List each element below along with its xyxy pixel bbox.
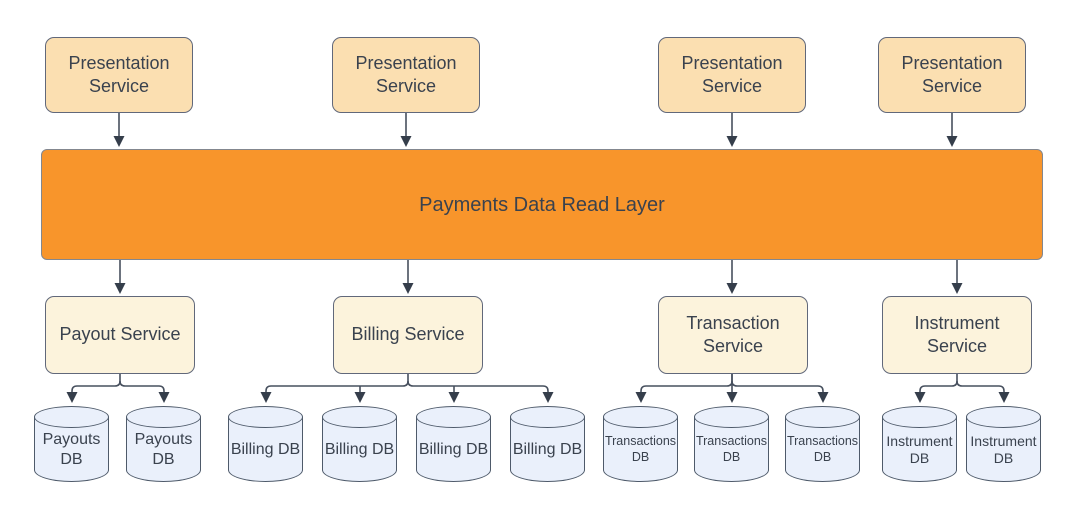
arrowhead [400, 136, 412, 147]
db-label: Billing DB [230, 441, 301, 458]
arrowhead [951, 283, 963, 294]
db-label: Billing DB [324, 441, 395, 458]
read-layer-label: Payments Data Read Layer [419, 193, 665, 216]
cylinder-top [416, 406, 491, 428]
branch-instrument-right [956, 380, 1005, 392]
arrowhead [914, 392, 926, 403]
db-label: Transactions DB [604, 434, 677, 464]
arrowhead [260, 392, 272, 403]
arrowhead [114, 283, 126, 294]
presentation-service-box-1: Presentation Service [45, 37, 193, 113]
db-label: Billing DB [512, 441, 583, 458]
arrowhead [946, 136, 958, 147]
cylinder-top [126, 406, 201, 428]
arrowhead [158, 392, 170, 403]
branch-payout-right [119, 380, 165, 392]
cylinder-top [785, 406, 860, 428]
billing-db-4: Billing DB [510, 406, 585, 482]
service-label: Billing Service [351, 324, 465, 345]
transactions-db-2: Transactions DB [694, 406, 769, 482]
arrowhead [542, 392, 554, 403]
db-label: Payouts DB [42, 431, 101, 468]
cylinder-top [694, 406, 769, 428]
transactions-db-3: Transactions DB [785, 406, 860, 482]
branch-payout-left [71, 374, 121, 392]
cylinder-top [510, 406, 585, 428]
arrowhead [726, 392, 738, 403]
cylinder-top [322, 406, 397, 428]
presentation-service-box-3: Presentation Service [658, 37, 806, 113]
instrument-db-1: Instrument DB [882, 406, 957, 482]
service-label: Payout Service [59, 324, 181, 345]
branch-instrument-left [919, 374, 958, 392]
arrowhead [726, 283, 738, 294]
arrowhead [726, 136, 738, 147]
billing-db-1: Billing DB [228, 406, 303, 482]
db-label: Transactions DB [695, 434, 768, 464]
presentation-service-label: Presentation Service [901, 52, 1003, 96]
db-label: Instrument DB [970, 432, 1037, 467]
branch-transaction-left [640, 374, 733, 392]
service-label: Transaction Service [686, 312, 780, 356]
presentation-service-box-4: Presentation Service [878, 37, 1026, 113]
arrowhead [448, 392, 460, 403]
cylinder-top [882, 406, 957, 428]
payouts-db-1: Payouts DB [34, 406, 109, 482]
branch-transaction-right [731, 380, 824, 392]
db-label: Payouts DB [134, 431, 193, 468]
billing-db-2: Billing DB [322, 406, 397, 482]
arrowhead [635, 392, 647, 403]
cylinder-top [603, 406, 678, 428]
branch-billing-right [407, 380, 549, 392]
arrowhead [354, 392, 366, 403]
arrowhead [817, 392, 829, 403]
presentation-service-box-2: Presentation Service [332, 37, 480, 113]
branch-billing-left [265, 374, 409, 392]
payouts-db-2: Payouts DB [126, 406, 201, 482]
presentation-service-label: Presentation Service [355, 52, 457, 96]
payments-data-read-layer: Payments Data Read Layer [41, 149, 1043, 260]
presentation-service-label: Presentation Service [68, 52, 170, 96]
instrument-db-2: Instrument DB [966, 406, 1041, 482]
presentation-service-label: Presentation Service [681, 52, 783, 96]
transactions-db-1: Transactions DB [603, 406, 678, 482]
billing-db-3: Billing DB [416, 406, 491, 482]
db-label: Transactions DB [786, 434, 859, 464]
transaction-service-box: Transaction Service [658, 296, 808, 374]
db-label: Instrument DB [886, 432, 953, 467]
cylinder-top [966, 406, 1041, 428]
arrowhead [402, 283, 414, 294]
service-label: Instrument Service [914, 312, 1000, 356]
arrowhead [998, 392, 1010, 403]
payout-service-box: Payout Service [45, 296, 195, 374]
db-label: Billing DB [418, 441, 489, 458]
cylinder-top [34, 406, 109, 428]
cylinder-top [228, 406, 303, 428]
arrowhead [113, 136, 125, 147]
arrowhead [66, 392, 78, 403]
billing-service-box: Billing Service [333, 296, 483, 374]
instrument-service-box: Instrument Service [882, 296, 1032, 374]
